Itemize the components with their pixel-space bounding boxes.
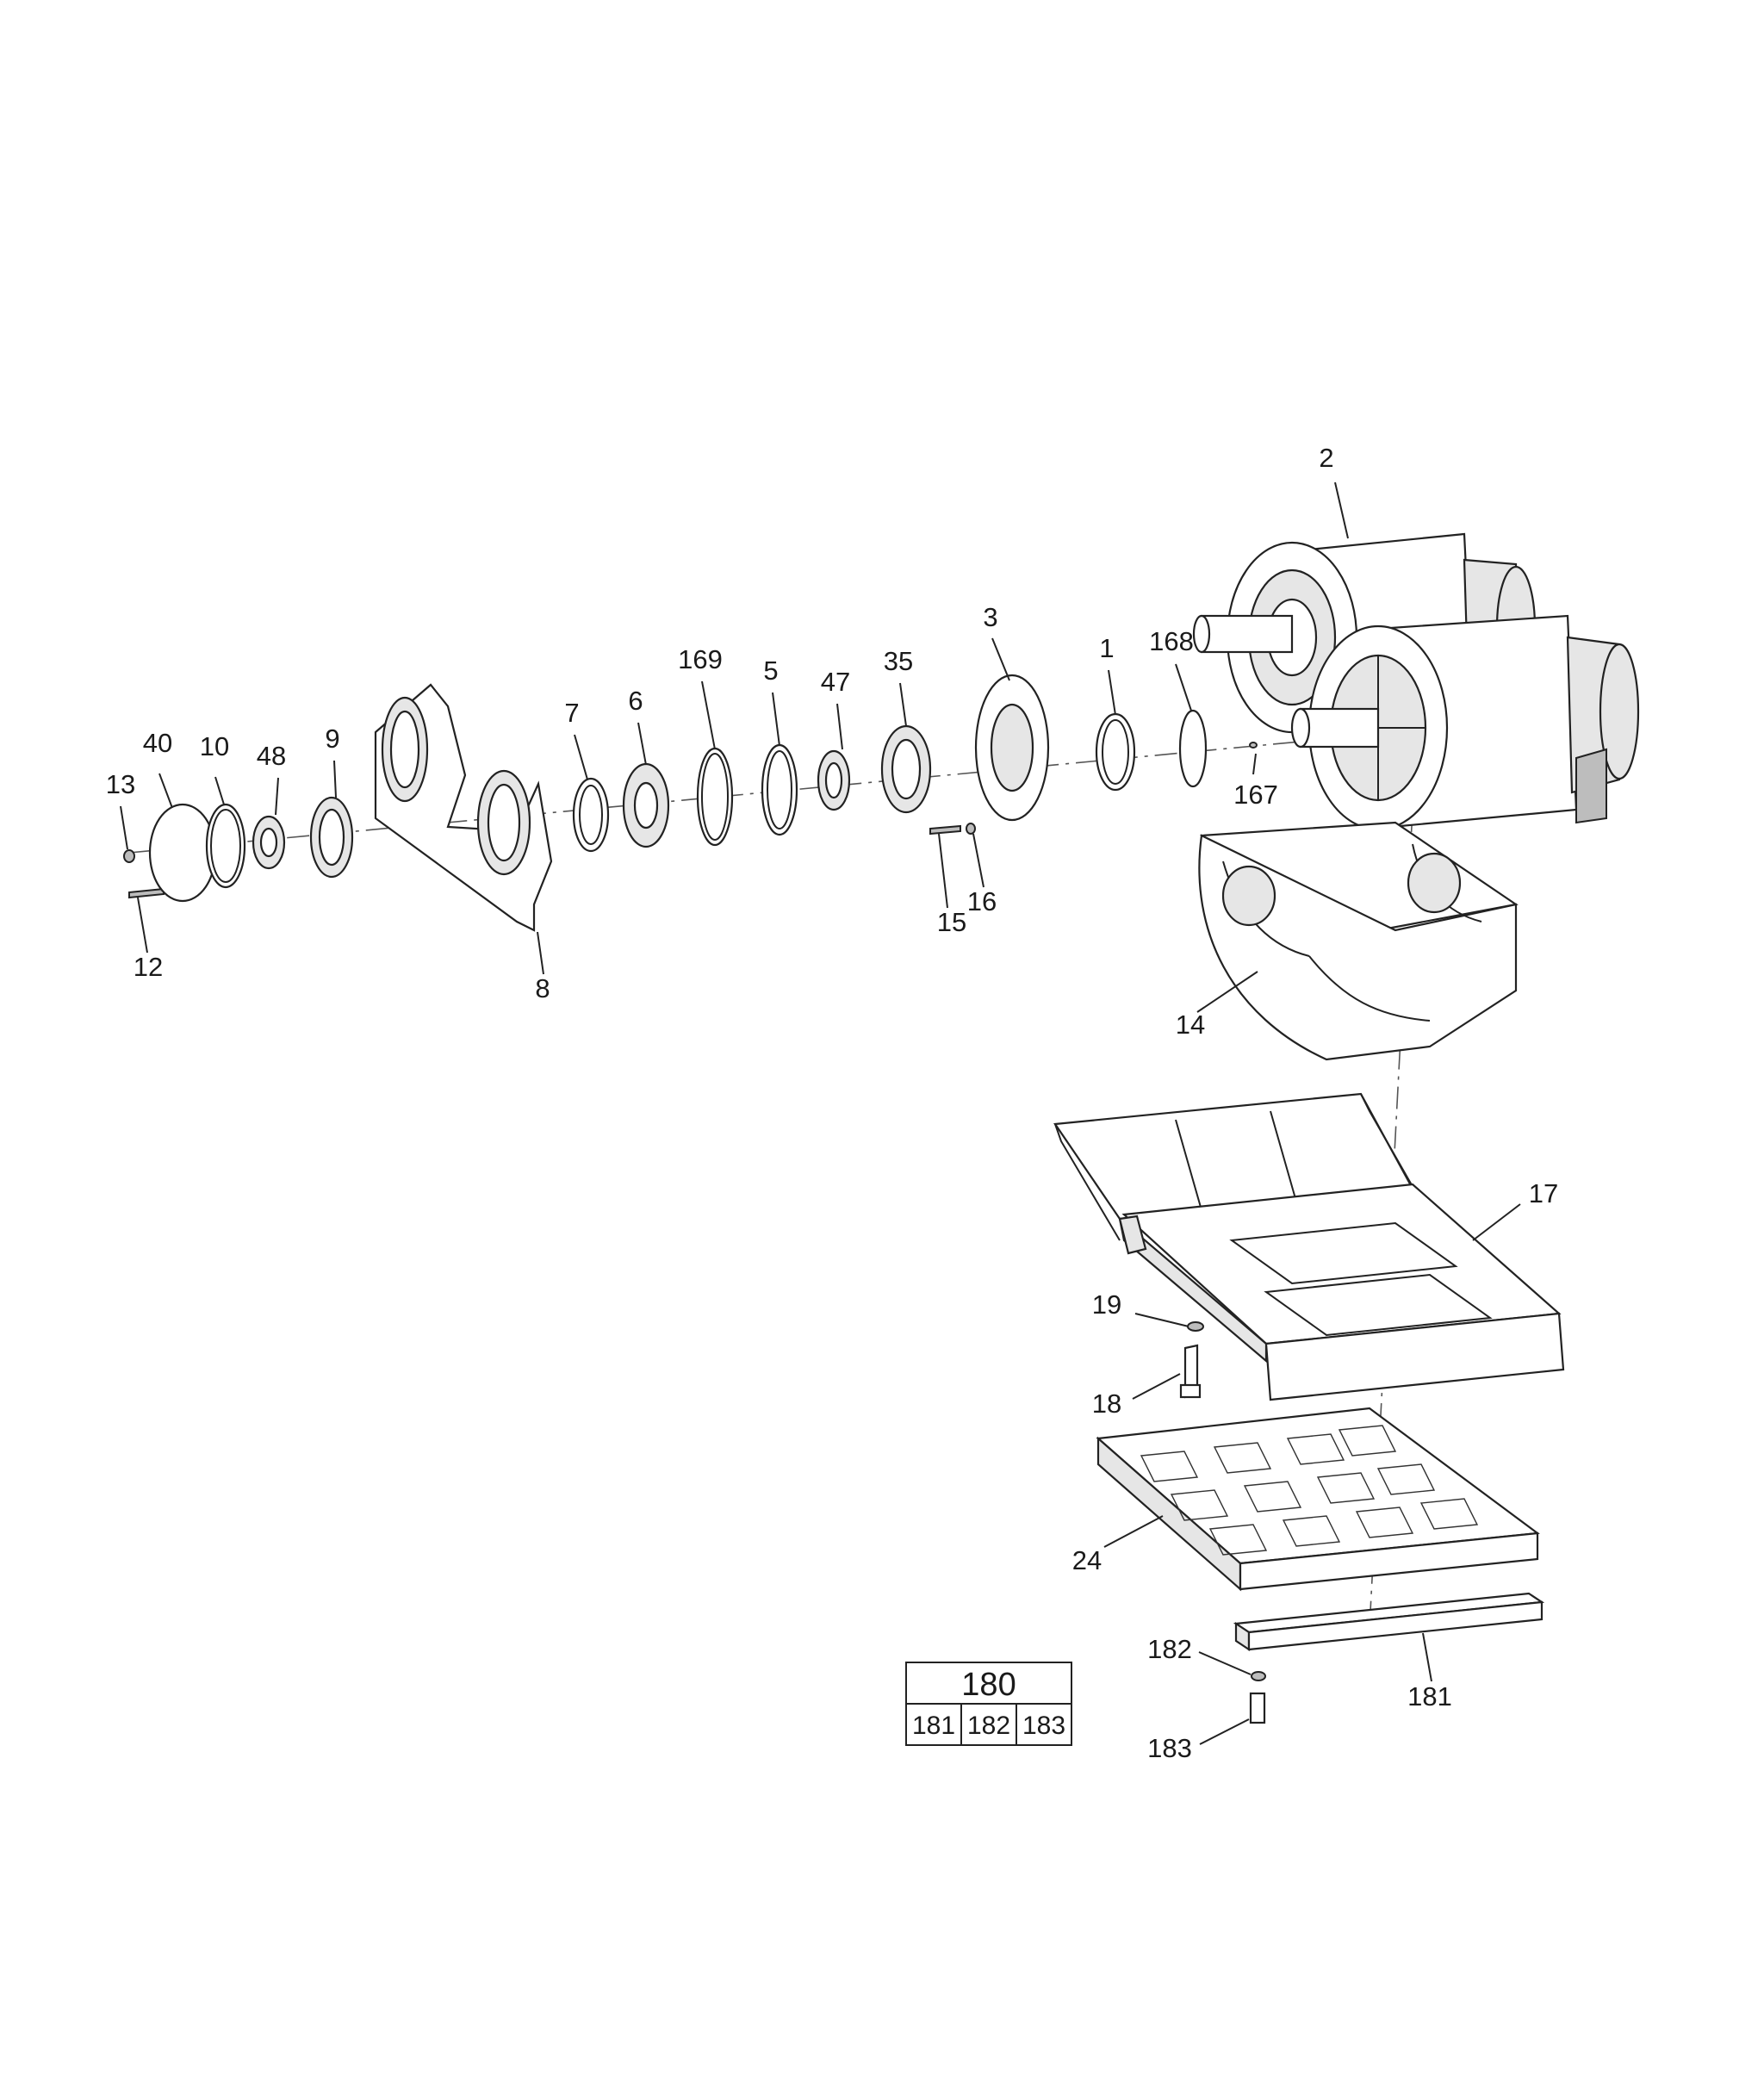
callout-35: 35 <box>884 646 913 676</box>
callout-13: 13 <box>106 769 135 799</box>
callout-18: 18 <box>1092 1389 1121 1419</box>
callout-17: 17 <box>1529 1178 1558 1208</box>
callout-5: 5 <box>763 655 778 686</box>
kit-table-cell-3: 183 <box>1022 1712 1065 1740</box>
callout-14: 14 <box>1176 1010 1205 1040</box>
callout-181: 181 <box>1407 1681 1452 1712</box>
part-181-strip <box>1233 1592 1545 1652</box>
leader-lines <box>120 481 1521 1745</box>
callout-47: 47 <box>821 667 850 697</box>
callout-1: 1 <box>1099 633 1114 663</box>
parts-18-19-fastener <box>1179 1321 1204 1399</box>
callout-6: 6 <box>628 686 643 716</box>
part-17-frame <box>1053 1092 1565 1401</box>
part-2-rotor-assembly <box>1192 532 1640 831</box>
callout-8: 8 <box>535 973 550 1003</box>
callout-15: 15 <box>937 907 966 937</box>
kit-table-cell-1: 181 <box>912 1712 955 1740</box>
parts-182-183-fastener <box>1249 1671 1266 1724</box>
callout-24: 24 <box>1072 1545 1102 1575</box>
callout-40: 40 <box>143 728 172 758</box>
part-24-grid-plate <box>1096 1407 1540 1592</box>
callout-labels: 2 3 1 168 167 35 47 5 169 6 7 9 48 10 40… <box>106 443 1558 1763</box>
callout-16: 16 <box>967 886 997 916</box>
callout-48: 48 <box>257 741 286 771</box>
callout-19: 19 <box>1092 1289 1121 1320</box>
part-14-liner <box>1198 821 1519 1061</box>
callout-183: 183 <box>1147 1733 1192 1763</box>
callout-2: 2 <box>1319 443 1333 473</box>
callout-3: 3 <box>983 602 997 632</box>
callout-7: 7 <box>564 698 579 728</box>
kit-table-header: 180 <box>961 1667 1016 1703</box>
callout-182: 182 <box>1147 1634 1192 1664</box>
callout-169: 169 <box>678 644 723 674</box>
callout-168: 168 <box>1149 626 1194 656</box>
callout-10: 10 <box>200 731 229 761</box>
callout-12: 12 <box>134 952 163 982</box>
kit-table-cell-2: 182 <box>967 1712 1010 1740</box>
kit-table-180: 180 181 182 183 <box>905 1662 1072 1746</box>
bearing-parts <box>123 674 1258 932</box>
callout-9: 9 <box>325 724 339 754</box>
callout-167: 167 <box>1233 780 1278 810</box>
